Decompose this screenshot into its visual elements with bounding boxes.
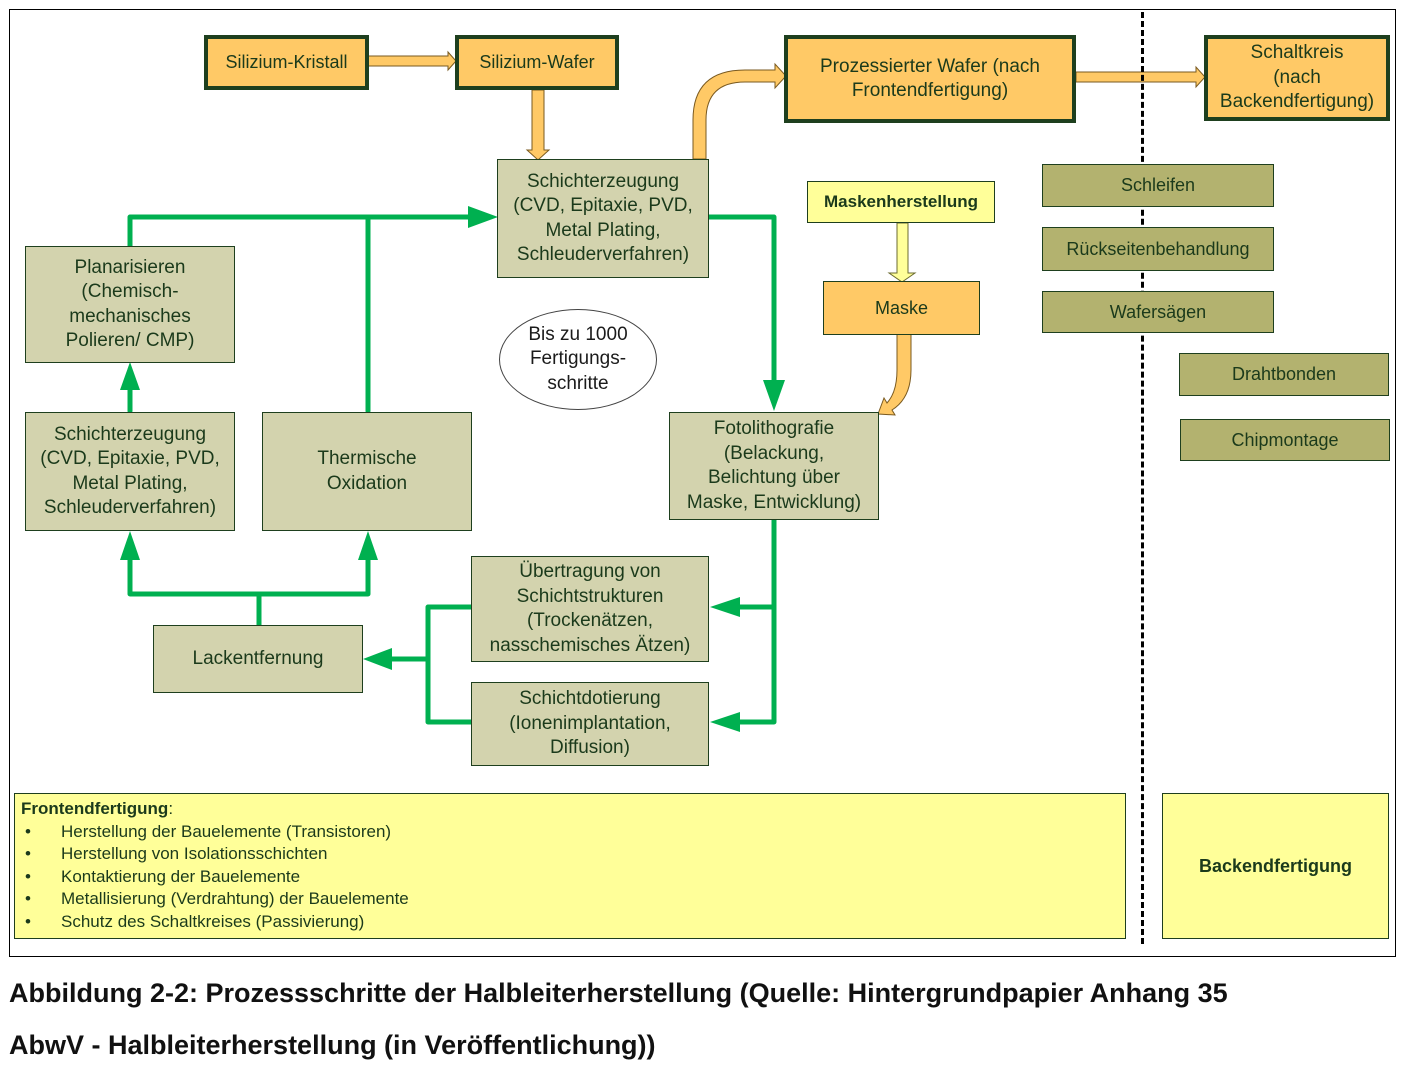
arrowhead-to-fotolithografie xyxy=(763,380,785,411)
label-line: (Trockenätzen, xyxy=(526,610,653,631)
label-line: Prozessierter Wafer (nach xyxy=(820,55,1040,77)
flow-planarisieren-to-schichterzeugung xyxy=(127,214,473,249)
figure-frame xyxy=(9,9,1396,957)
label-line: Polieren/ CMP) xyxy=(65,330,195,351)
node-maskenherstellung[interactable]: Maskenherstellung xyxy=(807,181,995,223)
node-schichtdotierung[interactable]: Schichtdotierung (Ionenimplantation, Dif… xyxy=(471,682,709,766)
node-prozessierter-wafer[interactable]: Prozessierter Wafer (nach Frontendfertig… xyxy=(784,35,1076,123)
label-line: Thermische xyxy=(317,448,417,469)
label-line: Schichtdotierung xyxy=(519,688,661,710)
node-schichterzeugung-left[interactable]: Schichterzeugung (CVD, Epitaxie, PVD, Me… xyxy=(25,412,235,531)
list-item: Herstellung der Bauelemente (Transistore… xyxy=(21,821,1119,844)
label-line: Metal Plating, xyxy=(72,472,188,494)
arrow-maskenherstellung-to-maske xyxy=(887,222,917,283)
list-item: Herstellung von Isolationsschichten xyxy=(21,843,1119,866)
label-line: (Ionenimplantation, xyxy=(509,712,671,734)
arrowhead-to-lackentfernung xyxy=(363,648,392,670)
arrow-prozessierter-wafer-to-schaltkreis xyxy=(1075,65,1206,89)
backend-step-wafersaegen[interactable]: Wafersägen xyxy=(1042,291,1274,333)
arrowhead-to-planarisieren xyxy=(120,362,140,390)
arrowhead-to-left-schichterzeugung xyxy=(120,531,140,560)
node-schichterzeugung-main[interactable]: Schichterzeugung (CVD, Epitaxie, PVD, Me… xyxy=(497,159,709,278)
frontend-list: Herstellung der Bauelemente (Transistore… xyxy=(21,821,1119,934)
label-line: Diffusion) xyxy=(550,737,630,759)
label-line: Frontendfertigung) xyxy=(851,80,1009,101)
label-line: Schaltkreis xyxy=(1250,42,1344,64)
label-line: Fotolithografie xyxy=(713,418,835,439)
flow-etch-dope-to-lackentfernung xyxy=(425,604,475,725)
label-line: Schleuderverfahren) xyxy=(43,497,217,518)
label-line: Schleuderverfahren) xyxy=(516,244,690,265)
label-line: Belichtung über xyxy=(707,467,841,488)
label-line: (CVD, Epitaxie, PVD, xyxy=(513,195,693,216)
frontend-title-colon: : xyxy=(168,799,174,818)
node-maske[interactable]: Maske xyxy=(823,281,980,335)
arrow-kristall-to-wafer xyxy=(367,50,457,72)
backend-step-schleifen[interactable]: Schleifen xyxy=(1042,164,1274,207)
label-line: (nach xyxy=(1273,66,1321,88)
node-schaltkreis[interactable]: Schaltkreis (nach Backendfertigung) xyxy=(1204,35,1390,121)
label-line: Schichterzeugung xyxy=(526,170,680,192)
backend-summary-box: Backendfertigung xyxy=(1162,793,1389,939)
node-silizium-kristall[interactable]: Silizium-Kristall xyxy=(204,35,369,90)
list-item: Kontaktierung der Bauelemente xyxy=(21,866,1119,889)
label-line: Metal Plating, xyxy=(545,219,661,241)
label-line: Backendfertigung) xyxy=(1219,91,1375,113)
arrowhead-to-oxidation xyxy=(358,531,378,560)
arrowhead-to-schichterzeugung xyxy=(468,206,498,228)
figure-caption-line2: AbwV - Halbleiterherstellung (in Veröffe… xyxy=(9,1030,656,1060)
green-arrowheads xyxy=(120,206,785,732)
node-lackentfernung[interactable]: Lackentfernung xyxy=(153,625,363,693)
frontend-title: Frontendfertigung xyxy=(21,799,169,818)
label-line: nasschemisches Ätzen) xyxy=(489,634,691,656)
figure-caption-line1: Abbildung 2-2: Prozessschritte der Halbl… xyxy=(9,978,1228,1008)
label-line: (CVD, Epitaxie, PVD, xyxy=(40,448,220,469)
label-line: Fertigungs- xyxy=(529,348,627,370)
node-thermische-oxidation[interactable]: Thermische Oxidation xyxy=(262,412,472,531)
label-line: Übertragung von xyxy=(519,561,661,582)
label-line: Bis zu 1000 xyxy=(528,323,628,345)
backend-step-drahtbonden[interactable]: Drahtbonden xyxy=(1179,353,1389,396)
front-back-divider xyxy=(1141,12,1144,944)
node-planarisieren[interactable]: Planarisieren (Chemisch- mechanisches Po… xyxy=(25,246,235,363)
flow-fotolithografie-split xyxy=(732,517,777,725)
label-line: Maske, Entwicklung) xyxy=(686,491,862,513)
label-line: Oxidation xyxy=(326,472,408,494)
node-uebertragung[interactable]: Übertragung von Schichtstrukturen (Trock… xyxy=(471,556,709,662)
arrowhead-to-schichtdotierung xyxy=(710,712,740,732)
arrow-wafer-to-schichterzeugung xyxy=(525,89,551,161)
flow-lackentfernung-split xyxy=(127,557,371,629)
list-item: Schutz des Schaltkreises (Passivierung) xyxy=(21,911,1119,934)
label-line: mechanisches xyxy=(69,305,191,327)
node-silizium-wafer[interactable]: Silizium-Wafer xyxy=(455,35,619,90)
frontend-title-row: Frontendfertigung: xyxy=(21,798,1119,821)
backend-step-chipmontage[interactable]: Chipmontage xyxy=(1180,419,1390,461)
label-line: schritte xyxy=(547,372,609,394)
node-fotolithografie[interactable]: Fotolithografie (Belackung, Belichtung ü… xyxy=(669,412,879,520)
frontend-summary-box: Frontendfertigung: Herstellung der Bauel… xyxy=(14,793,1126,939)
note-ellipse: Bis zu 1000 Fertigungs- schritte xyxy=(499,309,657,410)
arrow-schichterzeugung-to-prozessierter-wafer xyxy=(692,62,787,160)
label-line: Schichterzeugung xyxy=(53,423,207,445)
arrowhead-to-uebertragung xyxy=(710,597,740,617)
list-item: Metallisierung (Verdrahtung) der Bauelem… xyxy=(21,888,1119,911)
label-line: Schichtstrukturen xyxy=(516,585,664,607)
label-line: (Belackung, xyxy=(723,442,825,464)
flow-schichterzeugung-to-fotolithografie xyxy=(705,214,777,388)
backend-step-rueckseitenbehandlung[interactable]: Rückseitenbehandlung xyxy=(1042,227,1274,271)
label-line: Planarisieren xyxy=(74,256,186,278)
arrow-maske-to-fotolithografie xyxy=(877,333,912,416)
label-line: (Chemisch- xyxy=(81,281,179,302)
